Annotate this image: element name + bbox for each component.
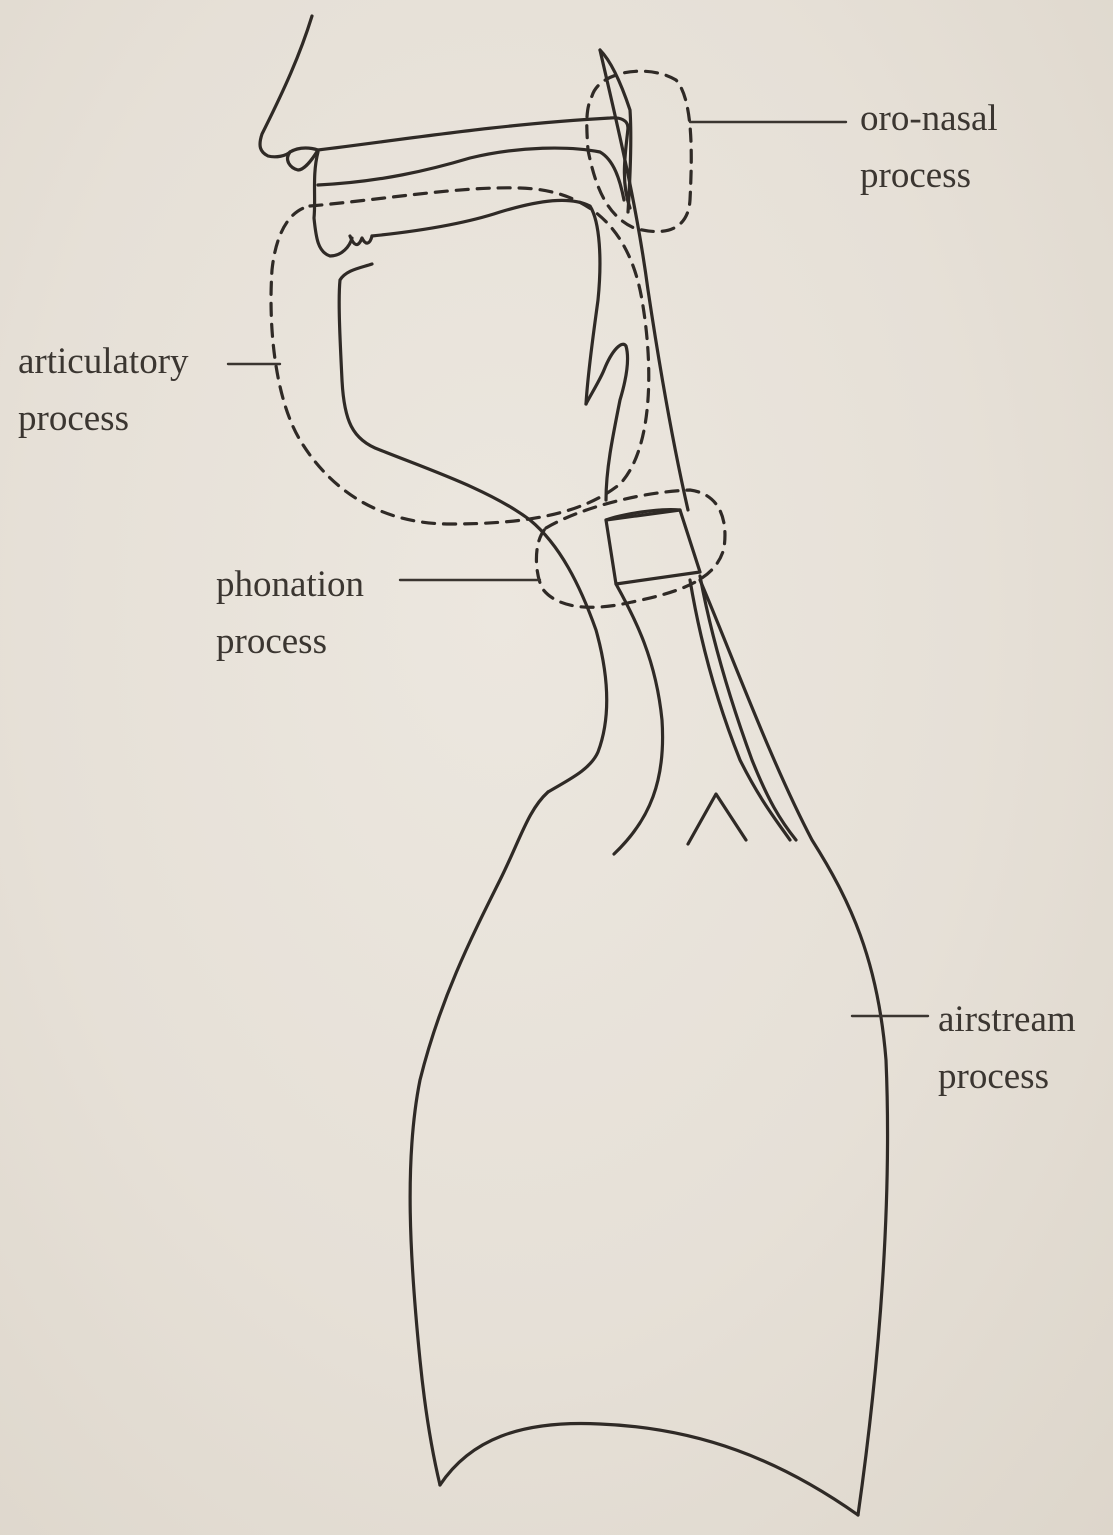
chest-right	[700, 580, 888, 1515]
velum	[372, 200, 600, 404]
airstream-label-line2: process	[938, 1048, 1076, 1105]
airstream-process-label: airstream process	[938, 991, 1076, 1105]
lower-lip-jaw	[339, 264, 607, 792]
tongue-outline	[586, 344, 628, 500]
oro-nasal-process-label: oro-nasal process	[860, 90, 998, 204]
hard-palate	[318, 148, 624, 200]
face-profile-outline	[260, 16, 312, 157]
articulatory-label-line2: process	[18, 390, 189, 447]
oro-nasal-label-line1: oro-nasal	[860, 90, 998, 147]
phonation-process-label: phonation process	[216, 556, 364, 670]
nostril-outline	[288, 148, 318, 170]
chest-bottom	[440, 1424, 858, 1515]
bronchial-fork	[688, 794, 746, 844]
phonation-region	[536, 490, 725, 607]
articulatory-process-label: articulatory process	[18, 333, 189, 447]
phonation-label-line1: phonation	[216, 556, 364, 613]
oro-nasal-region	[587, 71, 691, 231]
esophagus-wall	[690, 580, 790, 840]
oro-nasal-label-line2: process	[860, 147, 998, 204]
airstream-label-line1: airstream	[938, 991, 1076, 1048]
nasal-cavity-top	[318, 118, 628, 150]
larynx-outline	[606, 510, 700, 584]
articulatory-label-line1: articulatory	[18, 333, 189, 390]
phonation-label-line2: process	[216, 613, 364, 670]
trachea-front	[614, 584, 663, 854]
chest-left	[410, 792, 548, 1485]
